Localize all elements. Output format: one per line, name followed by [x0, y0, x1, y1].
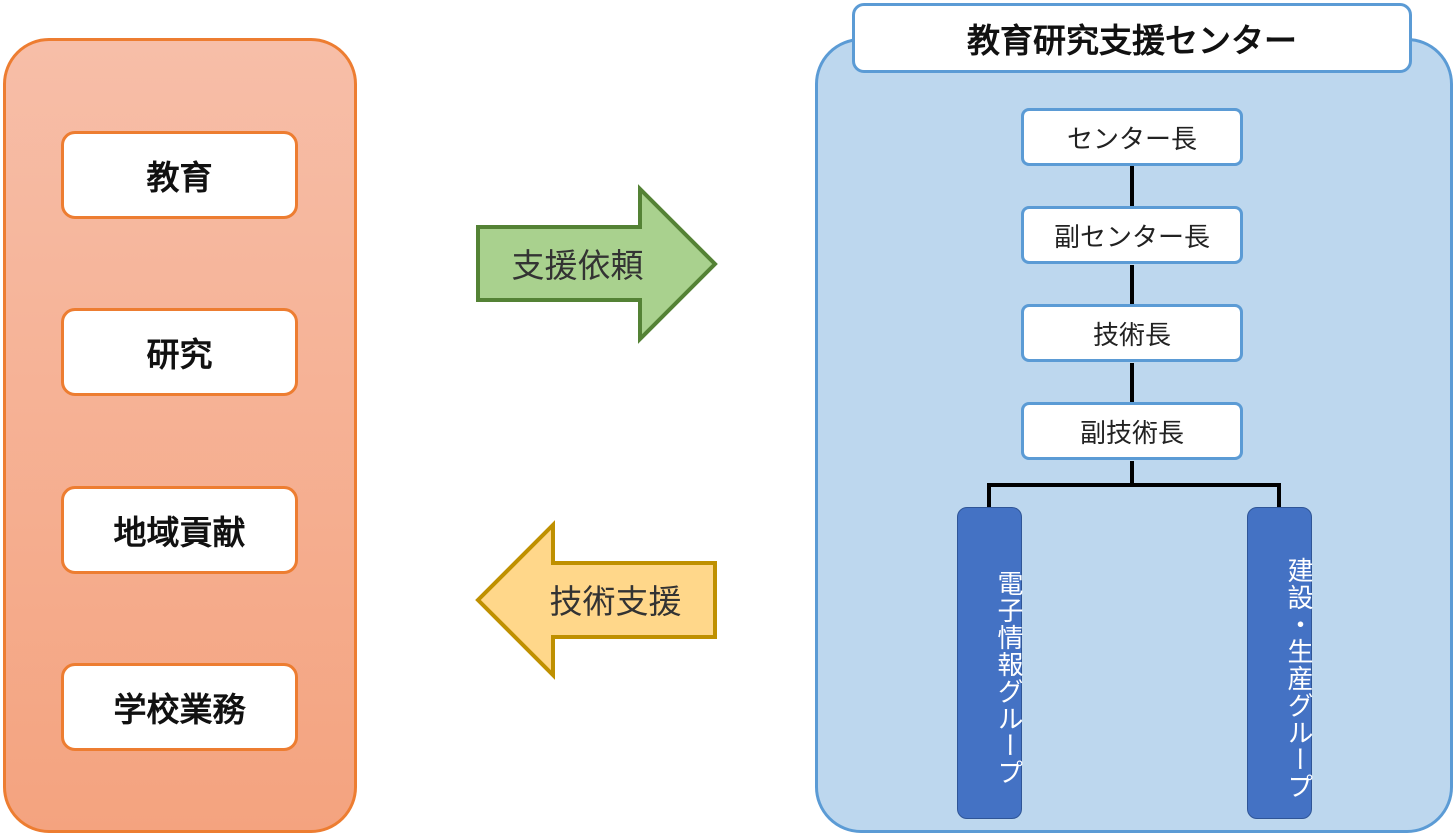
left-item-education: 教育 [61, 131, 298, 219]
request-arrow-icon [476, 184, 718, 344]
center-title: 教育研究支援センター [852, 3, 1412, 73]
role-center-director: センター長 [1021, 108, 1243, 166]
left-item-community: 地域貢献 [61, 486, 298, 574]
left-item-research: 研究 [61, 308, 298, 396]
group-electronic-info: 電子情報グループ [957, 507, 1023, 819]
role-deputy-center-director: 副センター長 [1021, 206, 1243, 264]
role-deputy-technical-director: 副技術長 [1021, 402, 1243, 460]
request-arrow-label: 支援依頼 [511, 246, 644, 285]
support-arrow-icon [475, 520, 717, 680]
group-construction-production: 建設・生産グループ [1247, 507, 1313, 819]
role-technical-director: 技術長 [1021, 304, 1243, 362]
support-arrow-label: 技術支援 [549, 582, 682, 621]
left-item-school-affairs: 学校業務 [61, 663, 298, 751]
